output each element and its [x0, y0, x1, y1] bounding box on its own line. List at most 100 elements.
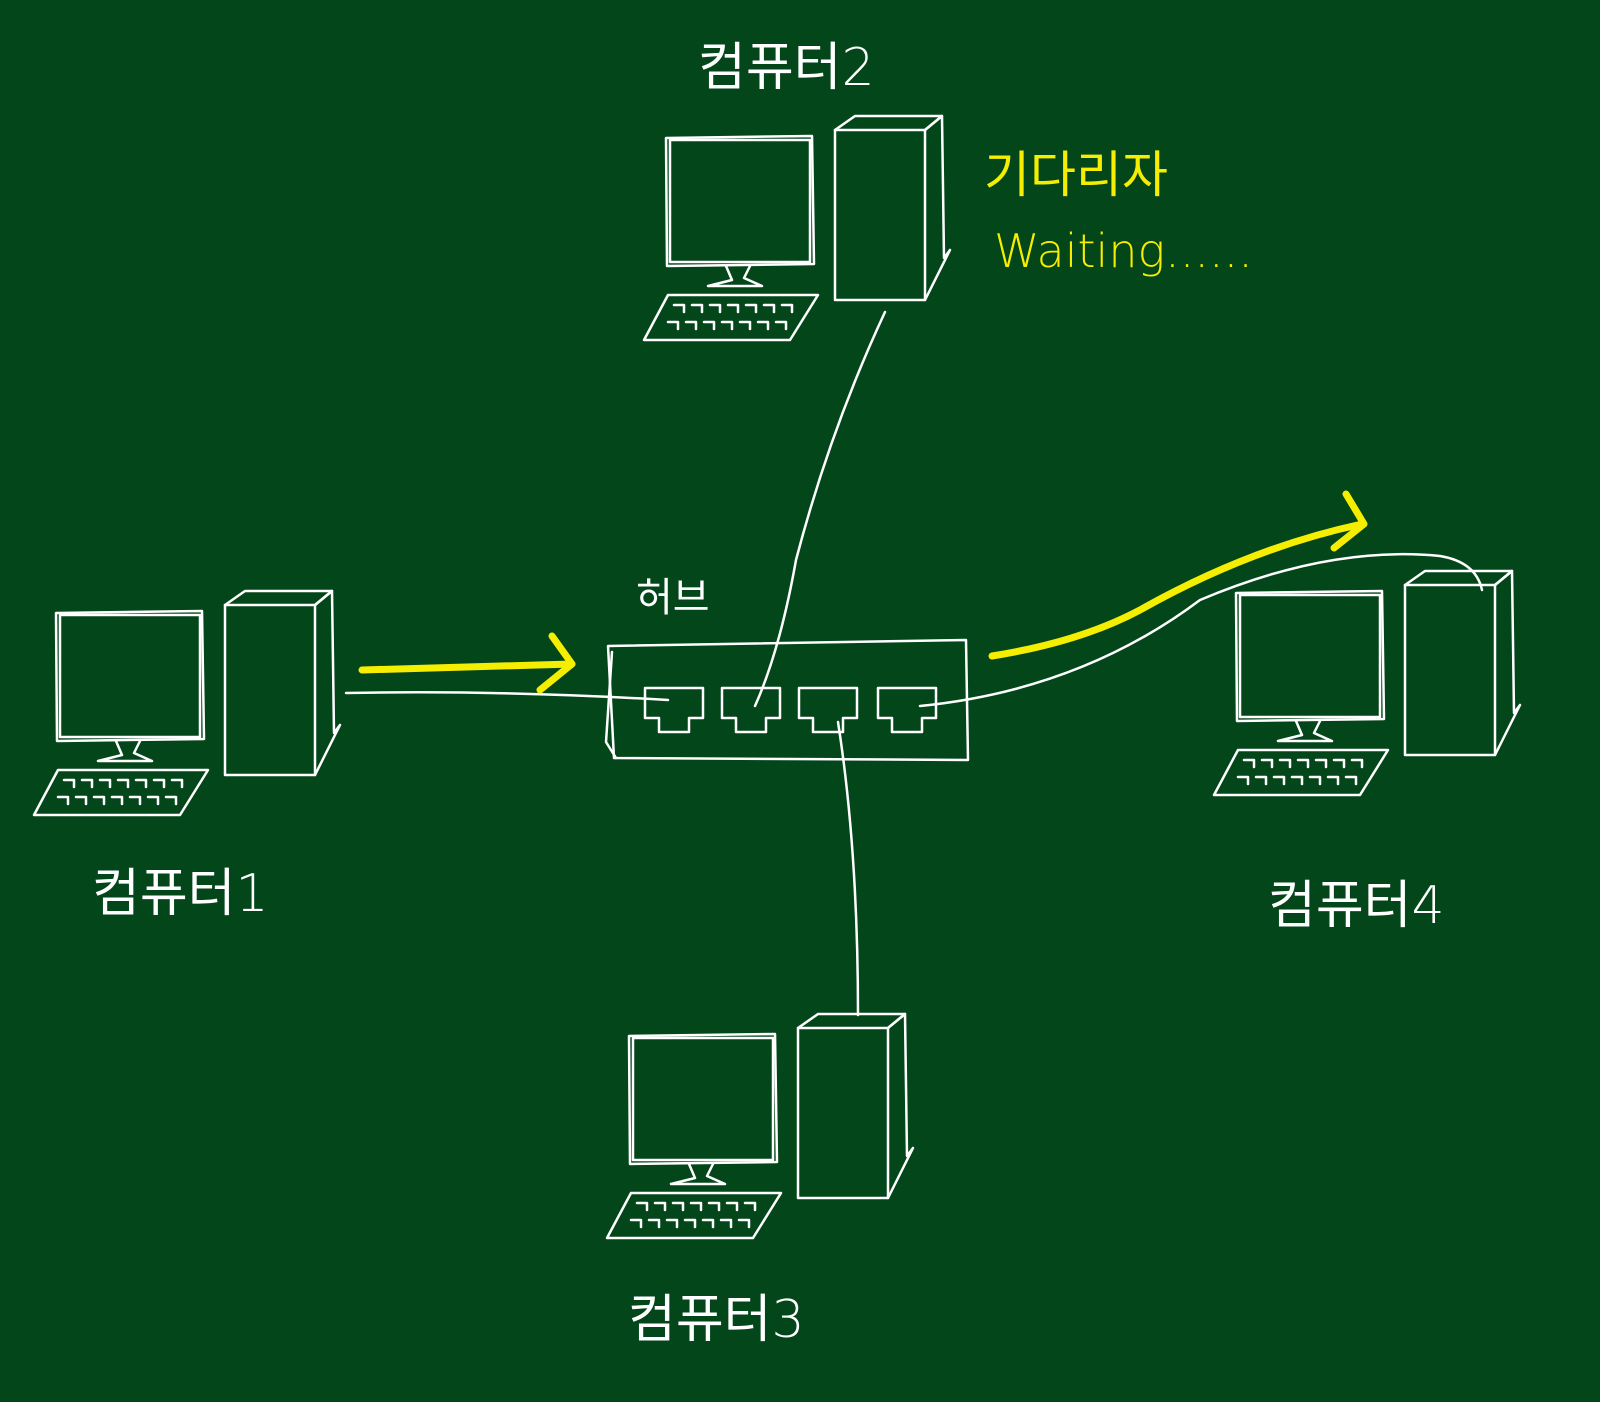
monitor-stand	[96, 739, 154, 763]
keyboard-key	[1260, 758, 1274, 769]
keyboard-key	[128, 795, 142, 806]
keyboard-key	[1314, 758, 1328, 769]
keyboard-key	[762, 303, 776, 314]
monitor-frame	[627, 1032, 779, 1166]
cable-computer-1	[344, 691, 670, 702]
hub-icon	[604, 638, 970, 762]
monitor-screen	[58, 613, 202, 739]
monitor-stand	[1276, 719, 1334, 743]
keyboard	[1212, 748, 1390, 797]
outgoing-arrow-head	[1330, 490, 1368, 552]
keyboard-key	[683, 1218, 697, 1229]
keyboard-key	[743, 1201, 757, 1212]
computer-3-label: 컴퓨터3	[628, 1290, 805, 1350]
tower-side	[313, 589, 342, 777]
keyboard-key	[1290, 775, 1304, 786]
outgoing-arrow	[988, 520, 1366, 660]
tower-front	[796, 1026, 890, 1200]
incoming-arrow-head	[536, 632, 576, 694]
keyboard-key	[1236, 775, 1250, 786]
monitor-screen	[631, 1036, 775, 1162]
waiting-note-korean: 기다리자	[984, 146, 1168, 204]
keyboard-key	[56, 795, 70, 806]
keyboard-key	[1278, 758, 1292, 769]
keyboard-key	[707, 1201, 721, 1212]
waiting-note-english: Waiting......	[994, 224, 1253, 278]
keyboard-key	[635, 1201, 649, 1212]
keyboard-key	[1332, 758, 1346, 769]
monitor-frame	[1234, 589, 1386, 723]
computer-1-icon	[32, 589, 342, 817]
tower-front	[1403, 583, 1497, 757]
keyboard-key	[719, 1218, 733, 1229]
cable-computer-2	[753, 310, 887, 708]
tower-side	[1493, 569, 1522, 757]
keyboard-key	[653, 1201, 667, 1212]
keyboard-key	[80, 778, 94, 789]
keyboard-key	[170, 778, 184, 789]
computer-4-label: 컴퓨터4	[1268, 876, 1445, 936]
keyboard-key	[98, 778, 112, 789]
keyboard-key	[671, 1201, 685, 1212]
keyboard-key	[1344, 775, 1358, 786]
cable-computer-3	[836, 720, 860, 1017]
monitor-screen	[1238, 593, 1382, 719]
hub-body	[606, 638, 970, 762]
keyboard-key	[708, 303, 722, 314]
incoming-arrow	[358, 660, 576, 674]
keyboard-key	[684, 320, 698, 331]
keyboard-key	[666, 320, 680, 331]
keyboard-key	[737, 1218, 751, 1229]
keyboard-key	[1308, 775, 1322, 786]
keyboard-key	[1350, 758, 1364, 769]
keyboard	[32, 768, 210, 817]
keyboard-key	[1326, 775, 1340, 786]
keyboard-key	[1272, 775, 1286, 786]
keyboard-key	[647, 1218, 661, 1229]
monitor-stand	[706, 264, 764, 288]
ethernet-port-2-icon	[720, 686, 782, 734]
keyboard-key	[690, 303, 704, 314]
keyboard-key	[74, 795, 88, 806]
monitor-frame	[54, 609, 206, 743]
tower-front	[223, 603, 317, 777]
computer-4-icon	[1212, 569, 1522, 797]
monitor-stand	[669, 1162, 727, 1186]
keyboard-key	[1242, 758, 1256, 769]
monitor-frame	[664, 134, 816, 268]
keyboard-key	[146, 795, 160, 806]
keyboard-key	[726, 303, 740, 314]
keyboard-key	[110, 795, 124, 806]
keyboard-key	[164, 795, 178, 806]
ethernet-port-4-icon	[876, 686, 938, 734]
cable-computer-4	[918, 552, 1484, 708]
computer-2-icon	[642, 114, 952, 342]
keyboard	[605, 1191, 783, 1240]
keyboard-key	[720, 320, 734, 331]
keyboard-key	[738, 320, 752, 331]
keyboard-key	[62, 778, 76, 789]
ethernet-port-3-icon	[797, 686, 859, 734]
keyboard-key	[725, 1201, 739, 1212]
keyboard-key	[134, 778, 148, 789]
keyboard-key	[92, 795, 106, 806]
keyboard-key	[1296, 758, 1310, 769]
keyboard-key	[756, 320, 770, 331]
monitor-screen	[668, 138, 812, 264]
keyboard-key	[116, 778, 130, 789]
keyboard-key	[629, 1218, 643, 1229]
keyboard-key	[702, 320, 716, 331]
tower-front	[833, 128, 927, 302]
hub-label: 허브	[636, 575, 710, 621]
computer-3-icon	[605, 1012, 915, 1240]
tower-side	[923, 114, 952, 302]
keyboard-key	[1254, 775, 1268, 786]
keyboard	[642, 293, 820, 342]
keyboard-key	[774, 320, 788, 331]
keyboard-key	[780, 303, 794, 314]
computer-2-label: 컴퓨터2	[698, 38, 875, 98]
keyboard-key	[665, 1218, 679, 1229]
hub-edge	[604, 650, 618, 760]
